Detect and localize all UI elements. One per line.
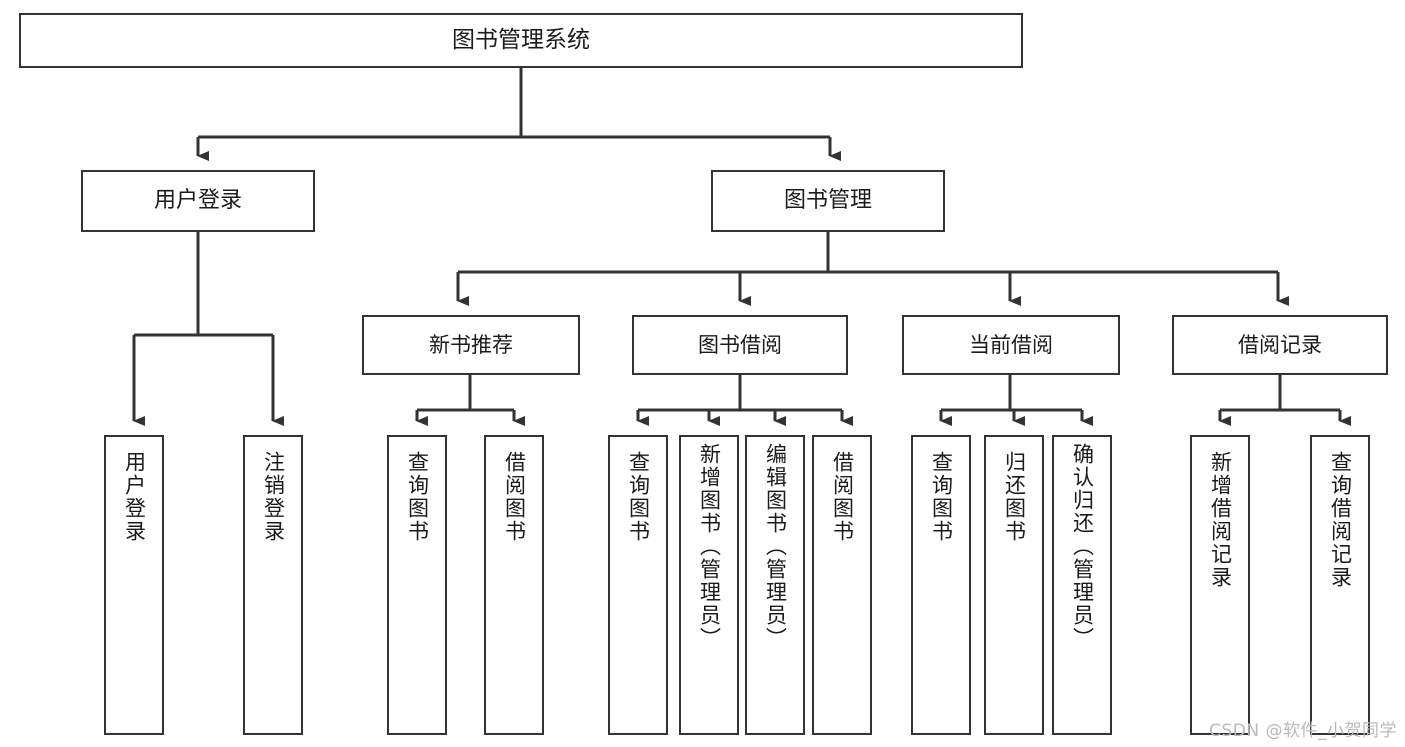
node-user-login[interactable]: 用户登录 xyxy=(81,170,315,232)
node-new-book-rec[interactable]: 新书推荐 xyxy=(362,315,580,375)
node-leaf-logout[interactable]: 注销登录 xyxy=(243,435,303,735)
node-leaf-return-book-label: 归还图书 xyxy=(1002,451,1027,543)
node-root-label: 图书管理系统 xyxy=(452,27,590,54)
node-leaf-query-record[interactable]: 查询借阅记录 xyxy=(1310,435,1370,735)
node-book-borrow[interactable]: 图书借阅 xyxy=(632,315,848,375)
node-book-manage[interactable]: 图书管理 xyxy=(711,170,945,232)
node-leaf-query-book-borrow[interactable]: 查询图书 xyxy=(608,435,668,735)
csdn-watermark: CSDN @软件_小贺同学 xyxy=(1209,721,1397,741)
node-leaf-confirm-return-label: 确认归还（管理员） xyxy=(1070,443,1095,650)
node-leaf-borrow-book-rec[interactable]: 借阅图书 xyxy=(484,435,544,735)
node-root[interactable]: 图书管理系统 xyxy=(19,13,1023,68)
node-leaf-logout-label: 注销登录 xyxy=(261,451,286,543)
node-leaf-borrow-book-rec-label: 借阅图书 xyxy=(502,451,527,543)
node-leaf-confirm-return[interactable]: 确认归还（管理员） xyxy=(1052,435,1112,735)
node-book-manage-label: 图书管理 xyxy=(783,188,872,214)
node-leaf-borrow-book-label: 借阅图书 xyxy=(830,451,855,543)
node-book-borrow-label: 图书借阅 xyxy=(698,332,782,357)
node-leaf-add-record[interactable]: 新增借阅记录 xyxy=(1190,435,1250,735)
node-leaf-add-book-label: 新增图书（管理员） xyxy=(697,443,722,650)
node-leaf-add-record-label: 新增借阅记录 xyxy=(1208,451,1233,589)
node-leaf-query-book-borrow-label: 查询图书 xyxy=(626,451,651,543)
node-leaf-query-record-label: 查询借阅记录 xyxy=(1328,451,1353,589)
node-leaf-return-book[interactable]: 归还图书 xyxy=(984,435,1044,735)
node-leaf-user-login-label: 用户登录 xyxy=(122,451,147,543)
node-leaf-borrow-book[interactable]: 借阅图书 xyxy=(812,435,872,735)
node-current-borrow[interactable]: 当前借阅 xyxy=(902,315,1120,375)
node-leaf-query-book-cur-label: 查询图书 xyxy=(929,451,954,543)
node-leaf-query-book-cur[interactable]: 查询图书 xyxy=(911,435,971,735)
node-new-book-rec-label: 新书推荐 xyxy=(429,332,513,357)
node-borrow-record[interactable]: 借阅记录 xyxy=(1172,315,1388,375)
node-leaf-edit-book-label: 编辑图书（管理员） xyxy=(763,443,788,650)
node-leaf-edit-book[interactable]: 编辑图书（管理员） xyxy=(745,435,805,735)
node-leaf-user-login[interactable]: 用户登录 xyxy=(104,435,164,735)
node-leaf-query-book-rec-label: 查询图书 xyxy=(405,451,430,543)
node-borrow-record-label: 借阅记录 xyxy=(1238,332,1322,357)
node-user-login-label: 用户登录 xyxy=(153,188,242,214)
node-current-borrow-label: 当前借阅 xyxy=(969,332,1053,357)
node-leaf-query-book-rec[interactable]: 查询图书 xyxy=(387,435,447,735)
node-leaf-add-book[interactable]: 新增图书（管理员） xyxy=(679,435,739,735)
